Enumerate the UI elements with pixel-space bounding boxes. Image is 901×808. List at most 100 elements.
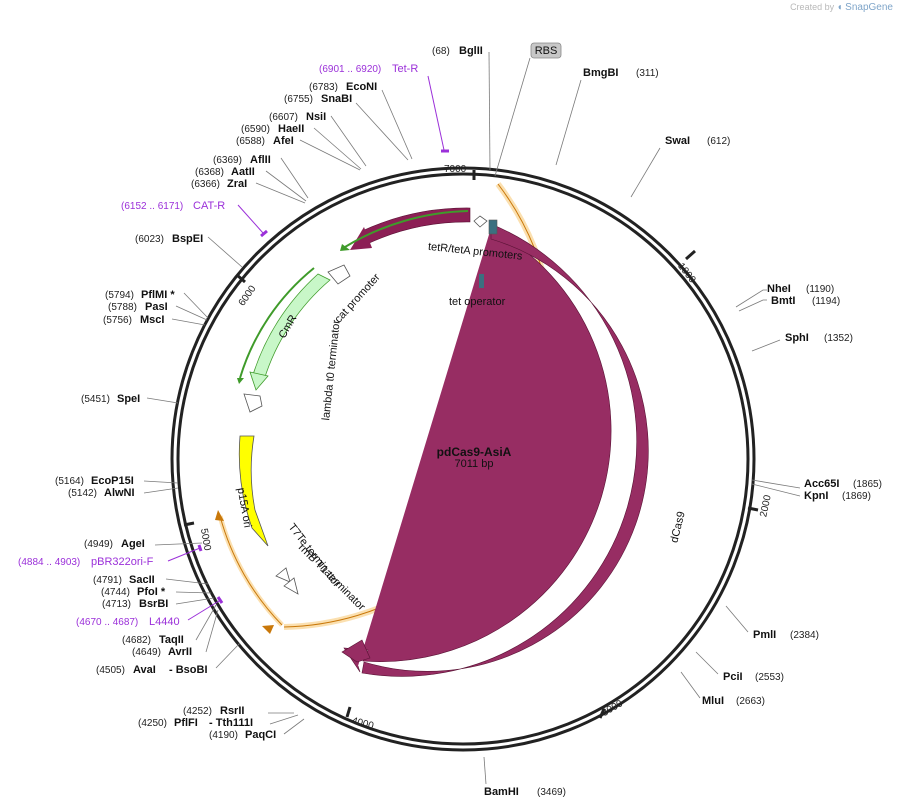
lambda-terminator-arrow: [243, 393, 263, 413]
site-num-zrai: (6366): [191, 179, 220, 190]
site-name-pflfi: PflFI: [174, 717, 198, 729]
rrnb-terminator-arrow: [283, 577, 299, 595]
primer-name-l4440: L4440: [149, 616, 180, 628]
dcas9-arc-body: [361, 223, 649, 677]
site-name-tth111i: - Tth111I: [209, 717, 253, 729]
site-num-afei: (6588): [236, 136, 265, 147]
site-num-ecop15i: (5164): [55, 476, 84, 487]
green-outline-arc-top: [344, 210, 469, 248]
orange-arrowhead-left: [215, 510, 224, 521]
site-name-sphi: SphI: [785, 332, 809, 344]
tetr-label: TetR: [399, 231, 424, 249]
plasmid-name: pdCas9-AsiA: [437, 445, 512, 459]
site-num-taqii: (4682): [122, 635, 151, 646]
site-name-spei: SpeI: [117, 393, 140, 405]
site-num-agei: (4949): [84, 539, 113, 550]
dcas9-arrowhead: [341, 639, 371, 663]
site-name-econi: EcoNI: [346, 81, 377, 93]
dcas9-label: dCas9: [668, 510, 687, 544]
site-num-swai: (612): [707, 136, 730, 147]
site-num-haeii: (6590): [241, 124, 270, 135]
cmr-label: CmR: [277, 313, 300, 341]
rbs-badge: [530, 42, 562, 59]
site-num-bmti: (1194): [812, 296, 840, 307]
site-num-bsrbi: (4713): [102, 599, 131, 610]
ruler-label-6000: 6000: [237, 283, 259, 308]
site-name-snabi: SnaBI: [321, 93, 352, 105]
site-name-alwni: AlwNI: [104, 487, 135, 499]
site-name-agei: AgeI: [121, 538, 145, 550]
ruler-ticks: [183, 170, 759, 719]
primer-name-pbr322ori-f: pBR322ori-F: [91, 556, 154, 568]
site-num-aflii: (6369): [213, 155, 242, 166]
site-num-snabi: (6755): [284, 94, 313, 105]
green-arrowhead-top: [340, 244, 350, 251]
site-name-kpni: KpnI: [804, 490, 828, 502]
cmr-arrowhead: [249, 371, 269, 391]
site-name-msci: MscI: [140, 314, 164, 326]
site-num-sphi: (1352): [824, 333, 853, 344]
site-name-haeii: HaeII: [278, 123, 304, 135]
site-num-kpni: (1869): [842, 491, 871, 502]
site-name-bmgbi: BmgBI: [583, 67, 618, 79]
site-num-bmgbi: (311): [636, 68, 659, 79]
cat-promoter-arrow: [327, 264, 351, 285]
site-num-pmli: (2384): [790, 630, 819, 641]
site-name-aatii: AatII: [231, 166, 255, 178]
snapgene-credit: Created by ◖ SnapGene: [790, 2, 893, 13]
site-num-avai: (4505): [96, 665, 125, 676]
orange-arrowhead-bottom: [262, 625, 274, 634]
snapgene-logo-icon: ◖: [836, 2, 843, 13]
site-name-taqii: TaqII: [159, 634, 184, 646]
primer-range-cat-r: (6152 .. 6171): [121, 201, 183, 212]
site-num-paqci: (4190): [209, 730, 238, 741]
t7te-terminator-arrow: [275, 567, 291, 583]
primer-name-cat-r: CAT-R: [193, 200, 225, 212]
site-name-pcii: PciI: [723, 671, 743, 683]
site-name-bsrbi: BsrBI: [139, 598, 168, 610]
site-num-pasi: (5788): [108, 302, 137, 313]
dcas9-feature-arc: [343, 227, 612, 673]
site-name-bspei: BspEI: [172, 233, 203, 245]
site-name-nsii: NsiI: [306, 111, 326, 123]
site-name-avai: AvaI: [133, 664, 156, 676]
site-name-zrai: ZraI: [227, 178, 247, 190]
site-name-aflii: AflII: [250, 154, 271, 166]
site-num-acc65i: (1865): [853, 479, 882, 490]
site-name-bamhi: BamHI: [484, 786, 519, 798]
tet-operator-box: [479, 274, 484, 288]
site-num-nsii: (6607): [269, 112, 298, 123]
site-name-pflmi: PflMI *: [141, 289, 175, 301]
site-num-rsrii: (4252): [183, 706, 212, 717]
p15a-ori-arc: [238, 435, 269, 547]
site-name-bsobi: - BsoBI: [169, 664, 208, 676]
ruler-label-5000: 5000: [198, 528, 213, 552]
site-name-pfoi: PfoI *: [137, 586, 166, 598]
primer-markers: [167, 75, 449, 621]
site-num-pflmi: (5794): [105, 290, 134, 301]
site-num-avrii: (4649): [132, 647, 161, 658]
primer-range-tet-r: (6901 .. 6920): [319, 64, 381, 75]
site-num-spei: (5451): [81, 394, 110, 405]
site-name-avrii: AvrII: [168, 646, 192, 658]
dcas9-dotted-marker: [631, 610, 641, 618]
site-num-alwni: (5142): [68, 488, 97, 499]
site-name-paqci: PaqCI: [245, 729, 276, 741]
site-name-rsrii: RsrII: [220, 705, 244, 717]
plasmid-size: 7011 bp: [455, 458, 494, 470]
site-name-sacii: SacII: [129, 574, 155, 586]
credit-brand: SnapGene: [845, 2, 893, 13]
rrnb-terminator-label: rrnB T1 terminator: [296, 542, 368, 614]
site-num-bglii: (68): [432, 46, 450, 57]
site-name-swai: SwaI: [665, 135, 690, 147]
leader-lines: [143, 51, 801, 785]
site-num-pflfi: (4250): [138, 718, 167, 729]
ruler-label-3000: 3000: [600, 698, 625, 719]
site-num-bamhi: (3469): [537, 787, 566, 798]
primer-name-tet-r: Tet-R: [392, 63, 418, 75]
site-name-ecop15i: EcoP15I: [91, 475, 134, 487]
orange-feature-band-left-line: [219, 515, 283, 626]
site-num-sacii: (4791): [93, 575, 122, 586]
site-num-mlui: (2663): [736, 696, 765, 707]
site-name-bmti: BmtI: [771, 295, 795, 307]
